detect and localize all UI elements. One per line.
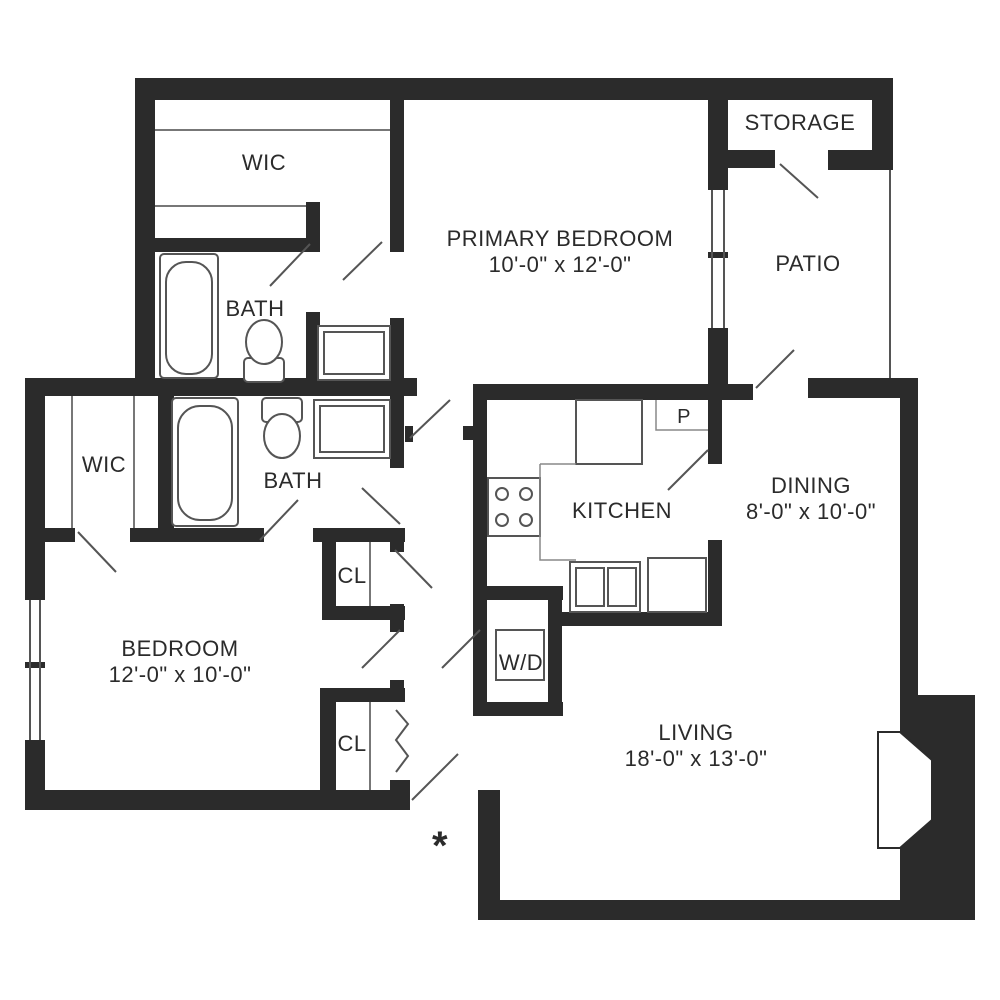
room-label-washer-dryer: W/D	[498, 650, 544, 675]
wall-bath-right-b	[390, 318, 404, 384]
wall-right-upper	[900, 378, 918, 700]
pantry-outline	[655, 400, 708, 431]
wall-closet-upper-jamb-bot	[390, 604, 404, 632]
toilet-mid	[263, 413, 301, 459]
wall-closet-upper-left	[322, 528, 336, 620]
stove	[487, 477, 541, 537]
wall-wd-bottom	[473, 702, 563, 716]
door-wd	[441, 629, 481, 669]
door-pantry	[667, 449, 709, 491]
wall-bath-right	[306, 312, 320, 384]
wall-closet-upper-bottom	[322, 606, 405, 620]
room-label-bath-mid: BATH	[263, 468, 323, 493]
wall-top-left-vertical	[135, 78, 155, 384]
primary-bedroom-name: PRIMARY BEDROOM	[446, 226, 674, 251]
room-label-bedroom: BEDROOM 12'-0" x 10'-0"	[90, 636, 270, 688]
wall-top	[135, 78, 893, 100]
door-bath-top	[269, 243, 311, 287]
room-label-storage: STORAGE	[744, 110, 856, 135]
room-label-closet-lower: CL	[337, 731, 367, 756]
door-entry	[411, 753, 459, 801]
primary-bedroom-dims: 10'-0" x 12'-0"	[488, 252, 632, 277]
wall-wic-bottom	[155, 238, 320, 252]
washer-dryer-unit	[495, 629, 545, 681]
wall-primary-right-upper	[708, 100, 728, 190]
wall-kitchen-top	[473, 384, 753, 400]
room-label-dining: DINING 8'-0" x 10'-0"	[726, 473, 896, 525]
door-bath-mid-b	[361, 487, 401, 525]
room-label-closet-upper: CL	[337, 563, 367, 588]
wall-kitchen-bottom-right	[548, 612, 722, 626]
wall-wic-left-bottom-a	[45, 528, 75, 542]
room-label-bath-top: BATH	[225, 296, 285, 321]
door-closet-upper	[394, 549, 433, 589]
room-label-primary-bedroom: PRIMARY BEDROOM 10'-0" x 12'-0"	[430, 226, 690, 278]
wall-closet-lower-left	[320, 688, 336, 796]
wall-kitchen-right-upper	[708, 400, 722, 464]
wall-primary-right-mid	[708, 252, 728, 258]
room-label-kitchen: KITCHEN	[571, 498, 673, 523]
wall-closet-lower-top	[320, 688, 405, 702]
kitchen-counter	[539, 464, 576, 561]
walls	[25, 78, 975, 920]
toilet-top	[245, 319, 283, 365]
shelving	[71, 129, 390, 790]
wall-kitchen-right-lower	[708, 540, 722, 626]
door-primary	[342, 241, 383, 281]
room-label-wic-left: WIC	[81, 452, 127, 477]
wall-closet-upper-jamb-top	[390, 528, 404, 552]
wall-bedroom-bottom	[25, 790, 410, 810]
refrigerator	[575, 399, 643, 465]
wall-kitchen-left	[473, 384, 487, 600]
room-label-patio: PATIO	[775, 251, 841, 276]
wall-wic-door-jamb	[306, 202, 320, 252]
living-name: LIVING	[658, 720, 734, 745]
wall-storage-bottom-right	[828, 150, 893, 170]
living-dims: 18'-0" x 13'-0"	[624, 746, 768, 771]
bedroom-name: BEDROOM	[121, 636, 239, 661]
door-bath-mid	[259, 499, 299, 541]
wall-living-bottom	[478, 900, 975, 920]
wall-mid-left	[25, 378, 417, 396]
wall-dining-top	[808, 378, 918, 398]
room-label-living: LIVING 18'-0" x 13'-0"	[606, 720, 786, 772]
wall-left-upper	[25, 378, 45, 600]
wall-hall-left	[405, 426, 413, 442]
wall-closet-lower-jamb	[390, 680, 404, 702]
wall-wic-right	[390, 100, 404, 252]
door-closet-lower	[394, 709, 410, 773]
dining-dims: 8'-0" x 10'-0"	[745, 499, 877, 524]
wall-left-mid	[25, 662, 45, 668]
room-label-wic-top: WIC	[241, 150, 287, 175]
door-bath-mid-hall	[409, 399, 451, 439]
door-bedroom	[361, 629, 401, 669]
bedroom-dims: 12'-0" x 10'-0"	[108, 662, 252, 687]
door-wic-left	[77, 531, 117, 573]
dishwasher	[647, 557, 707, 613]
wall-wic-left-divider	[158, 396, 174, 540]
wall-kitchen-bottom	[473, 586, 563, 600]
dining-name: DINING	[771, 473, 851, 498]
wall-wic-left-bottom-b	[130, 528, 264, 542]
room-label-pantry: P	[677, 406, 691, 428]
fixtures	[159, 253, 707, 681]
windows	[29, 190, 725, 740]
wall-living-left	[478, 790, 500, 920]
wall-hall-stub	[463, 426, 475, 440]
wall-primary-right-lower	[708, 328, 728, 398]
wall-right-storage	[872, 78, 893, 170]
door-patio	[755, 349, 795, 389]
wall-bath-mid-right	[390, 396, 404, 468]
fireplace-hearth	[877, 731, 933, 849]
entry-marker: *	[431, 824, 449, 868]
door-storage	[779, 163, 819, 199]
wall-wd-right	[548, 612, 562, 716]
wall-wd-left	[473, 600, 487, 716]
doors	[77, 163, 819, 801]
wall-closet-lower-jamb-bot	[390, 780, 410, 810]
